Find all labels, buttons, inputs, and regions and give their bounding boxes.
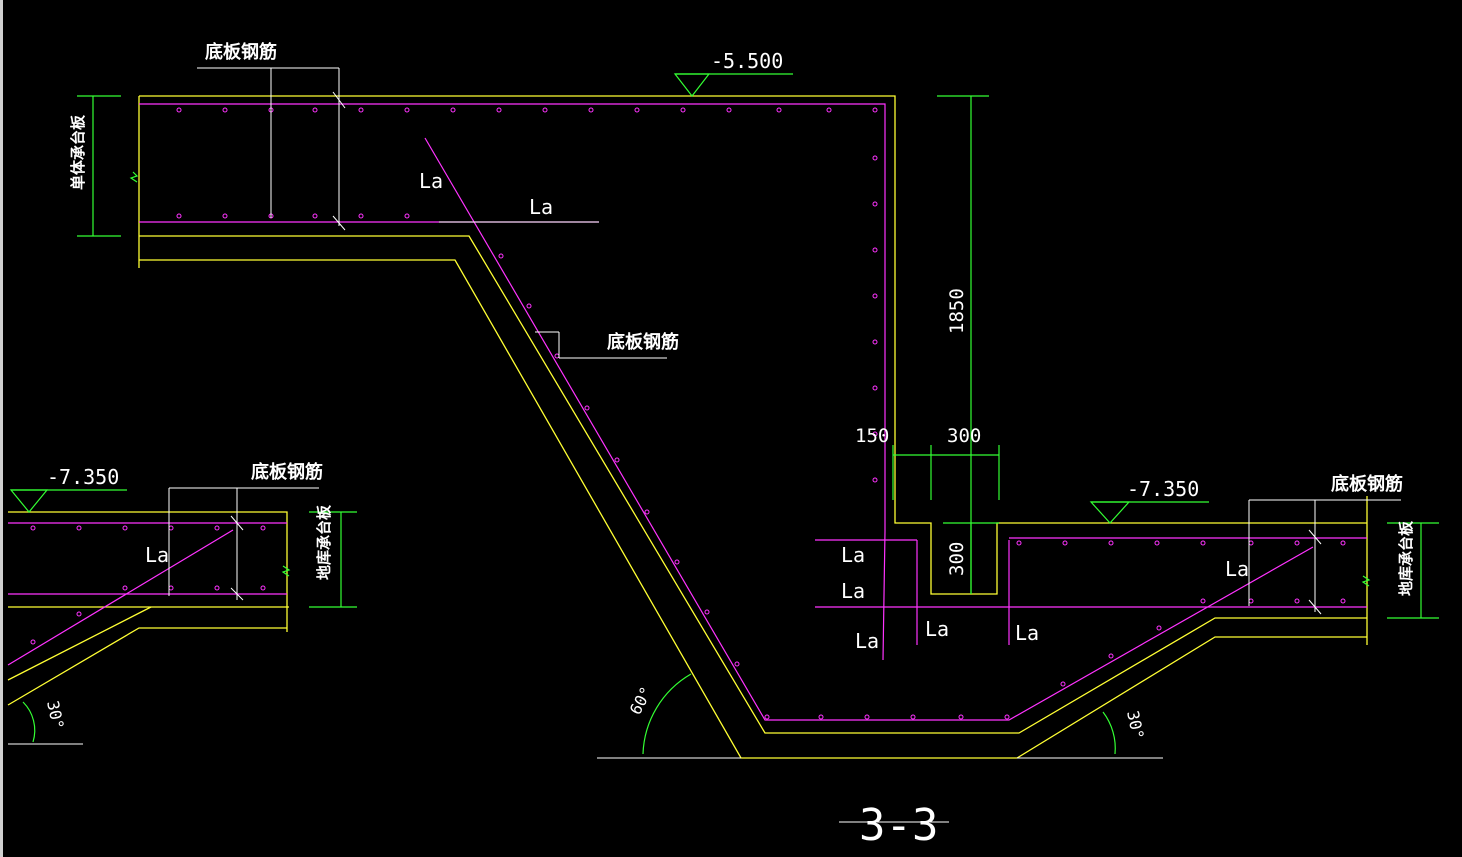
la-label-4: La	[841, 543, 865, 567]
dim-150: 150	[855, 425, 889, 447]
dim-1850: 1850	[946, 288, 968, 334]
dim-300-horizontal: 300	[947, 425, 981, 447]
elevation-top: -5.500	[711, 49, 783, 73]
angle-30-right: 30°	[1123, 709, 1148, 741]
la-label-7: La	[925, 617, 949, 641]
rebar-lines	[7, 103, 1367, 721]
label-bottom-rebar-right: 底板钢筋	[1331, 473, 1403, 495]
label-bottom-rebar-slope: 底板钢筋	[607, 331, 679, 353]
la-label-5: La	[841, 579, 865, 603]
la-label-2: La	[529, 195, 553, 219]
elevation-left: -7.350	[47, 465, 119, 489]
label-basement-cap-slab-left: 地库承台板	[315, 504, 333, 580]
la-label-8: La	[1015, 621, 1039, 645]
elevation-right: -7.350	[1127, 477, 1199, 501]
section-drawing: 底板钢筋 底板钢筋 底板钢筋 底板钢筋 单体承台板 地库承台板 地库承台板 -5…	[7, 41, 1439, 851]
dimension-lines	[9, 73, 1439, 755]
label-bottom-rebar-left: 底板钢筋	[251, 461, 323, 483]
la-label-6: La	[855, 629, 879, 653]
dim-300-vertical: 300	[946, 542, 968, 576]
label-basement-cap-slab-right: 地库承台板	[1397, 520, 1415, 596]
section-title: 3-3	[859, 800, 938, 851]
concrete-outline	[7, 95, 1368, 759]
annotation-leaders	[8, 67, 1401, 823]
la-label-9: La	[1225, 557, 1249, 581]
label-single-cap-slab: 单体承台板	[69, 114, 87, 190]
la-label-3: La	[145, 543, 169, 567]
annotation-text: 底板钢筋 底板钢筋 底板钢筋 底板钢筋 单体承台板 地库承台板 地库承台板 -5…	[43, 41, 1415, 851]
angle-30-left: 30°	[43, 699, 68, 731]
label-bottom-rebar-top: 底板钢筋	[205, 41, 277, 63]
angle-60: 60°	[626, 683, 656, 717]
la-label-1: La	[419, 169, 443, 193]
